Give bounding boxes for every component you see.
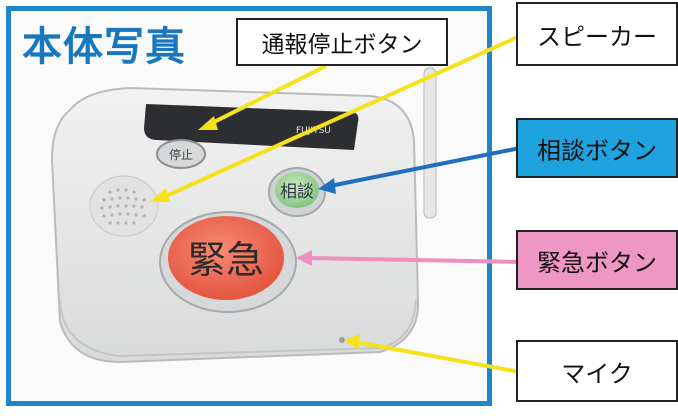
emergency-text: 緊急 bbox=[188, 238, 264, 282]
device-consult-button[interactable]: 相談 bbox=[268, 167, 326, 217]
arrow-speaker bbox=[150, 34, 521, 202]
callout-mic: マイク bbox=[516, 340, 678, 402]
device-stop-button[interactable]: 停止 bbox=[156, 139, 206, 169]
callout-speaker: スピーカー bbox=[516, 2, 678, 66]
speaker-grille bbox=[89, 175, 159, 237]
arrow-consult bbox=[318, 146, 521, 194]
callout-emergency-button: 緊急ボタン bbox=[516, 230, 678, 290]
mic-hole bbox=[339, 337, 345, 343]
callout-consult-button: 相談ボタン bbox=[516, 118, 678, 178]
stop-text: 停止 bbox=[169, 147, 193, 162]
callout-stop-button: 通報停止ボタン bbox=[236, 18, 448, 66]
arrow-emergency bbox=[296, 250, 521, 266]
arrow-stop bbox=[198, 64, 327, 130]
photo-title: 本体写真 bbox=[22, 24, 186, 70]
arrow-mic bbox=[344, 334, 521, 374]
antenna bbox=[423, 67, 437, 219]
device-emergency-button[interactable]: 緊急 bbox=[159, 211, 297, 313]
consult-text: 相談 bbox=[280, 182, 314, 202]
